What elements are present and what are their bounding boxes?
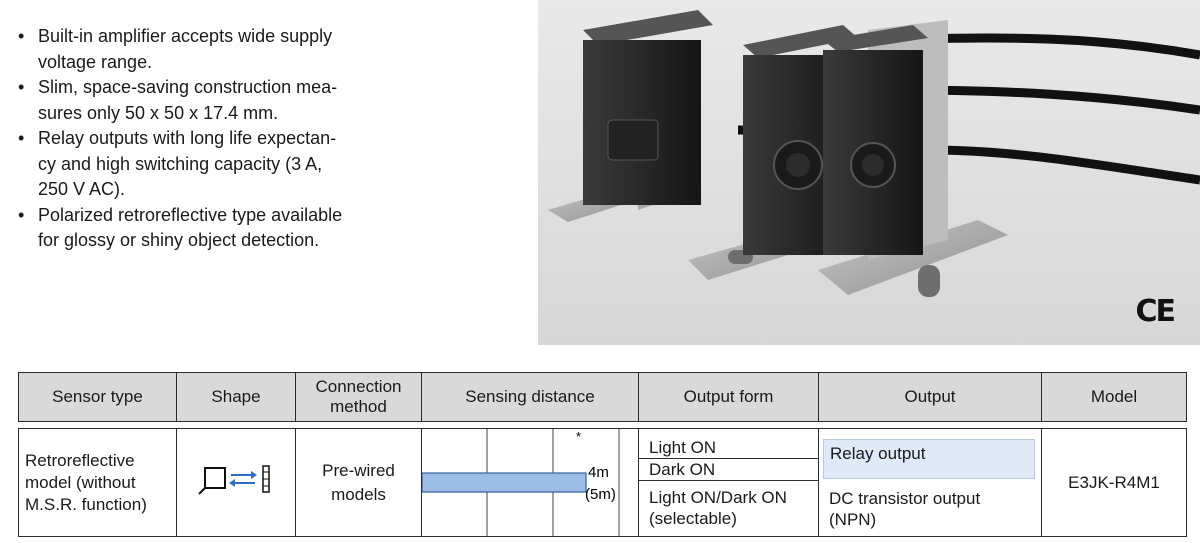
- feature-line: Polarized retroreflective type available: [38, 204, 343, 225]
- retroreflective-shape-icon: [198, 465, 270, 495]
- sensor-illustration: [548, 10, 1200, 297]
- dc-output-line: (NPN): [829, 509, 877, 529]
- feature-item: Relay outputs with long life expectan- c…: [16, 126, 396, 203]
- table-header-row: Sensor type Shape Connection method Sens…: [18, 372, 1187, 422]
- model-number: E3JK-R4M1: [1068, 472, 1160, 492]
- feature-item: Built-in amplifier accepts wide supply v…: [16, 24, 396, 75]
- header-shape: Shape: [176, 372, 296, 422]
- relay-output: Relay output: [823, 438, 1035, 479]
- connection-cell: Pre-wired models: [295, 428, 422, 537]
- header-connection-line: method: [330, 397, 387, 416]
- header-connection-line: Connection: [315, 377, 402, 396]
- model-cell: E3JK-R4M1: [1041, 428, 1187, 537]
- feature-line: for glossy or shiny object detection.: [38, 230, 320, 250]
- distance-value: 4m: [588, 464, 609, 481]
- spec-table: Sensor type Shape Connection method Sens…: [18, 372, 1187, 537]
- output-form-light-on: Light ON: [639, 437, 818, 459]
- feature-item: Polarized retroreflective type available…: [16, 203, 396, 254]
- distance-value-alt: (5m): [585, 486, 616, 503]
- sensor-type-line: Retroreflective: [25, 450, 135, 470]
- feature-line: cy and high switching capacity (3 A,: [38, 153, 323, 174]
- connection-line: models: [331, 484, 386, 504]
- sensing-distance-cell: * 4m (5m): [421, 428, 639, 537]
- dc-transistor-output: DC transistor output (NPN): [819, 482, 1041, 530]
- sensor-type-line: model (without: [25, 472, 136, 492]
- header-output: Output: [818, 372, 1042, 422]
- header-sensing-distance: Sensing distance: [421, 372, 639, 422]
- header-output-form: Output form: [638, 372, 819, 422]
- output-form-cell: Light ON Dark ON Light ON/Dark ON (selec…: [638, 428, 819, 537]
- output-form-line: Light ON/Dark ON: [649, 487, 787, 507]
- feature-line: voltage range.: [38, 51, 153, 72]
- distance-note: *: [576, 429, 581, 444]
- feature-line: sures only 50 x 50 x 17.4 mm.: [38, 102, 279, 123]
- distance-bar: [421, 472, 587, 493]
- output-cell: Relay output DC transistor output (NPN): [818, 428, 1042, 537]
- feature-list: Built-in amplifier accepts wide supply v…: [16, 24, 396, 254]
- header-connection-method: Connection method: [295, 372, 422, 422]
- spacer-cell: [18, 421, 1187, 429]
- sensor-type-cell: Retroreflective model (without M.S.R. fu…: [18, 428, 177, 537]
- ce-mark: CE: [1135, 294, 1175, 329]
- table-spacer: [18, 421, 1187, 429]
- sensor-type-line: M.S.R. function): [25, 494, 147, 514]
- feature-line: 250 V AC).: [38, 179, 126, 199]
- output-form-selectable: Light ON/Dark ON (selectable): [639, 481, 818, 529]
- header-model: Model: [1041, 372, 1187, 422]
- header-sensor-type: Sensor type: [18, 372, 177, 422]
- feature-item: Slim, space-saving construction mea- sur…: [16, 75, 396, 126]
- output-form-dark-on: Dark ON: [639, 459, 818, 481]
- connection-line: Pre-wired: [322, 460, 395, 480]
- feature-line: Slim, space-saving construction mea-: [38, 77, 338, 97]
- product-photo: CE: [538, 0, 1200, 345]
- table-row: Retroreflective model (without M.S.R. fu…: [18, 428, 1187, 537]
- shape-cell: [176, 428, 296, 537]
- sensing-distance-graph: * 4m (5m): [421, 429, 638, 536]
- output-form-line: (selectable): [649, 508, 737, 528]
- dc-output-line: DC transistor output: [829, 488, 981, 508]
- distance-bar-chart: * 4m (5m): [421, 429, 620, 536]
- feature-line: Built-in amplifier accepts wide supply: [38, 26, 333, 46]
- feature-line: Relay outputs with long life expectan-: [38, 128, 337, 148]
